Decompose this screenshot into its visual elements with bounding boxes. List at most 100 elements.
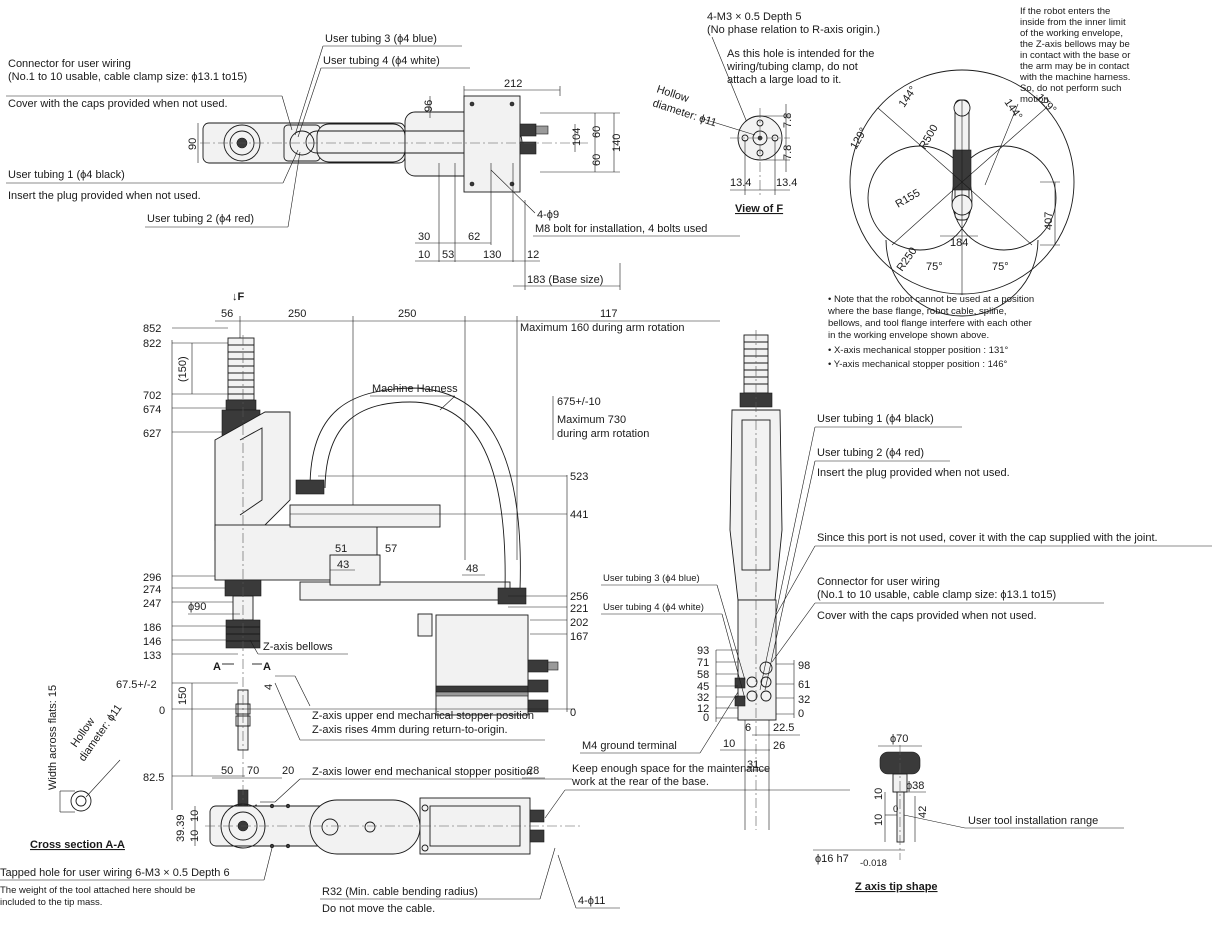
bv-holes11: 4-ϕ11 xyxy=(578,895,605,907)
sv-bellows: Z-axis bellows xyxy=(263,641,333,653)
dim-212: 212 xyxy=(504,78,522,90)
rvr-32: 32 xyxy=(798,694,810,706)
sv-phi90: ϕ90 xyxy=(188,601,206,613)
zt-d38: ϕ38 xyxy=(906,780,924,792)
vf-no-phase: (No phase relation to R-axis origin.) xyxy=(707,24,880,36)
warn-3: the Z-axis bellows may be xyxy=(1020,39,1130,50)
rd-523: 523 xyxy=(570,471,588,483)
ld-0: 0 xyxy=(159,705,165,717)
bv-tapped-2: The weight of the tool attached here sho… xyxy=(0,885,195,896)
warn-2: of the working envelope, xyxy=(1020,28,1123,39)
warn-0: If the robot enters the xyxy=(1020,6,1110,17)
dim-96: 96 xyxy=(423,100,435,112)
right-view: User tubing 1 (ϕ4 black) User tubing 2 (… xyxy=(601,330,1212,830)
env-note-0: • Note that the robot cannot be used at … xyxy=(828,294,1034,305)
lower-stop: Z-axis lower end mechanical stopper posi… xyxy=(312,766,532,778)
ld-186: 186 xyxy=(143,622,161,634)
bv-r32: R32 (Min. cable bending radius) xyxy=(322,886,478,898)
env-a75r: 75° xyxy=(992,261,1009,273)
bv-d70: 70 xyxy=(247,765,259,777)
holes-9: 4-ϕ9 xyxy=(537,209,559,221)
rd-221: 221 xyxy=(570,603,588,615)
sv-dim-250b: 250 xyxy=(398,308,416,320)
bv-d20: 20 xyxy=(282,765,294,777)
rd-256: 256 xyxy=(570,591,588,603)
sv-150a: (150) xyxy=(177,356,189,382)
bv-tapped-1: Tapped hole for user wiring 6-M3 × 0.5 D… xyxy=(0,867,230,879)
sv-d675: 675+/-10 xyxy=(557,396,601,408)
zt-d0: 0 xyxy=(893,804,898,815)
cs-width: Width across flats: 15 xyxy=(47,685,59,790)
zt-d10a: 10 xyxy=(873,788,885,800)
rvl-58: 58 xyxy=(697,669,709,681)
env-a144l: 144° xyxy=(897,84,920,110)
dim-90: 90 xyxy=(187,138,199,150)
bv-d10a: 10 xyxy=(189,810,201,822)
rvl-93: 93 xyxy=(697,645,709,657)
rv-insert: Insert the plug provided when not used. xyxy=(817,467,1010,479)
bv-d10b: 10 xyxy=(189,830,201,842)
bv-no-move: Do not move the cable. xyxy=(322,903,435,915)
top-view: 212 96 90 104 60 60 140 30 62 10 53 130 … xyxy=(6,33,740,290)
env-note-1: where the base flange, robot cable, spli… xyxy=(827,306,1007,317)
env-d184: 184 xyxy=(950,237,968,249)
tv-connector-1: Connector for user wiring xyxy=(8,58,131,70)
ld-675: 67.5+/-2 xyxy=(116,679,157,691)
rd-202: 202 xyxy=(570,617,588,629)
vf-thread: 4-M3 × 0.5 Depth 5 xyxy=(707,11,801,23)
rvl-32: 32 xyxy=(697,692,709,704)
env-note-4: • X-axis mechanical stopper position : 1… xyxy=(828,345,1009,356)
dim-10: 10 xyxy=(418,249,430,261)
vf-dim-134b: 13.4 xyxy=(776,177,797,189)
envelope-notes: • Note that the robot cannot be used at … xyxy=(827,294,1034,370)
rv-tube-4: User tubing 4 (ϕ4 white) xyxy=(603,602,704,613)
left-dims: 852 822 702 674 627 296 274 247 186 146 … xyxy=(116,323,165,784)
tv-insert-plug: Insert the plug provided when not used. xyxy=(8,190,201,202)
bv-d3939: 39.39 xyxy=(175,814,187,842)
env-a129l: 129° xyxy=(848,126,870,152)
zt-install: User tool installation range xyxy=(968,815,1098,827)
zt-shaft-tol: -0.018 xyxy=(860,858,887,869)
rv-left-dims: 93 71 58 45 32 12 0 xyxy=(697,645,709,724)
dim-30: 30 xyxy=(418,231,430,243)
bv-d28: 28 xyxy=(527,765,539,777)
rv-right-dims: 98 61 32 0 xyxy=(798,660,810,720)
rvl-71: 71 xyxy=(697,657,709,669)
dim-62: 62 xyxy=(468,231,480,243)
zt-d42: 42 xyxy=(917,806,929,818)
env-r500: R500 xyxy=(917,123,941,152)
ld-146: 146 xyxy=(143,636,161,648)
bottom-view: 50 70 20 28 39.39 10 10 Keep enough spac… xyxy=(0,763,850,915)
dim-60b: 60 xyxy=(591,154,603,166)
rv-cover: Cover with the caps provided when not us… xyxy=(817,610,1037,622)
ld-133: 133 xyxy=(143,650,161,662)
bv-maint-2: work at the rear of the base. xyxy=(571,776,709,788)
rvl-12: 12 xyxy=(697,703,709,715)
dim-60a: 60 xyxy=(591,126,603,138)
side-view: ↓F 56 250 250 117 Maximum 160 during arm… xyxy=(116,291,739,815)
rvr-0: 0 xyxy=(798,708,804,720)
bv-tapped-3: included to the tip mass. xyxy=(0,897,102,908)
vf-note-2: wiring/tubing clamp, do not xyxy=(726,61,858,73)
sv-d4a: 4 xyxy=(263,684,275,690)
zt-d10b: 10 xyxy=(873,814,885,826)
sv-dim-117: 117 xyxy=(600,308,618,320)
warn-5: the arm may be in contact xyxy=(1020,61,1130,72)
ld-825: 82.5 xyxy=(143,772,164,784)
env-note-5: • Y-axis mechanical stopper position : 1… xyxy=(828,359,1007,370)
bv-maint-1: Keep enough space for the maintenance xyxy=(572,763,770,775)
tv-user-tubing-3: User tubing 3 (ϕ4 blue) xyxy=(325,33,437,45)
vf-note-3: attach a large load to it. xyxy=(727,74,841,86)
cross-section: Width across flats: 15 Hollow diameter: … xyxy=(30,685,125,851)
ld-702: 702 xyxy=(143,390,161,402)
rv-port-note: Since this port is not used, cover it wi… xyxy=(817,532,1158,544)
rd-167: 167 xyxy=(570,631,588,643)
warn-7: So, do not perform such xyxy=(1020,83,1121,94)
dim-53: 53 xyxy=(442,249,454,261)
rvl-45: 45 xyxy=(697,681,709,693)
sv-max160: Maximum 160 during arm rotation xyxy=(520,322,684,334)
rv-d31: 31 xyxy=(747,759,759,771)
sec-a1: A xyxy=(213,661,221,673)
tv-user-tubing-1: User tubing 1 (ϕ4 black) xyxy=(8,169,125,181)
rv-tube-2: User tubing 2 (ϕ4 red) xyxy=(817,447,924,459)
